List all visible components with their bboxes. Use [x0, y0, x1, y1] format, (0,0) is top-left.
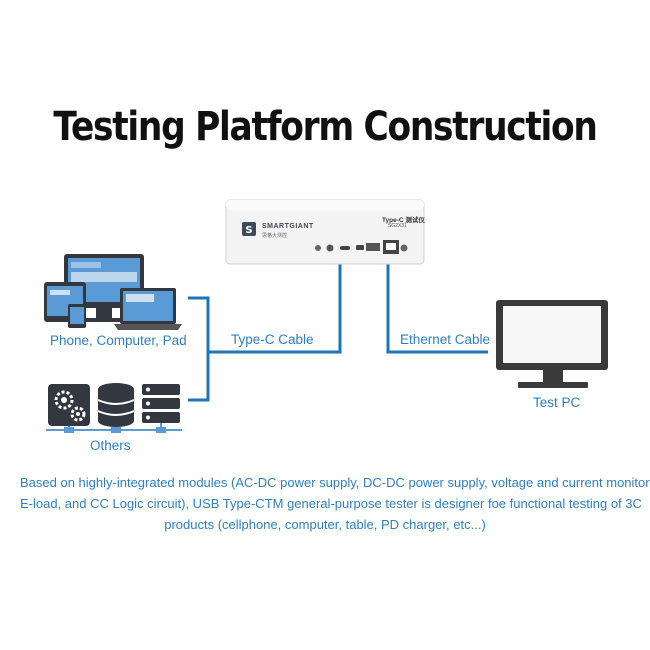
- device-model-code: SG2X31: [388, 223, 407, 229]
- devices-label: Phone, Computer, Pad: [50, 333, 187, 348]
- description-text: Based on highly-integrated modules (AC-D…: [20, 472, 630, 535]
- power-button: [327, 245, 334, 252]
- power-indicator: [401, 245, 408, 252]
- database-icon: [98, 383, 134, 427]
- others-label: Others: [90, 438, 131, 453]
- aux-port: [315, 245, 321, 251]
- left-bracket-line: [188, 298, 208, 400]
- description-line: Based on highly-integrated modules (AC-D…: [20, 472, 630, 493]
- others-icon: [46, 383, 182, 432]
- tester-device: S: [226, 200, 424, 264]
- server-icon: [142, 384, 180, 423]
- devices-icon: [44, 254, 182, 330]
- description-line: products (cellphone, computer, table, PD…: [20, 514, 630, 535]
- description-line: E-load, and CC Logic circuit), USB Type-…: [20, 493, 630, 514]
- micro-usb-port: [356, 245, 364, 250]
- connection-lines: [188, 258, 488, 400]
- typec-cable-label: Type-C Cable: [231, 332, 314, 347]
- svg-text:S: S: [245, 225, 252, 236]
- typec-port: [340, 246, 350, 250]
- test-pc-label: Test PC: [533, 395, 580, 410]
- ethernet-cable-label: Ethernet Cable: [400, 332, 490, 347]
- device-brand: SMARTGIANT: [262, 223, 314, 230]
- device-brand-cn: 思格大测控: [262, 232, 287, 239]
- test-pc-monitor-icon: [496, 300, 608, 388]
- usb-port: [366, 243, 380, 251]
